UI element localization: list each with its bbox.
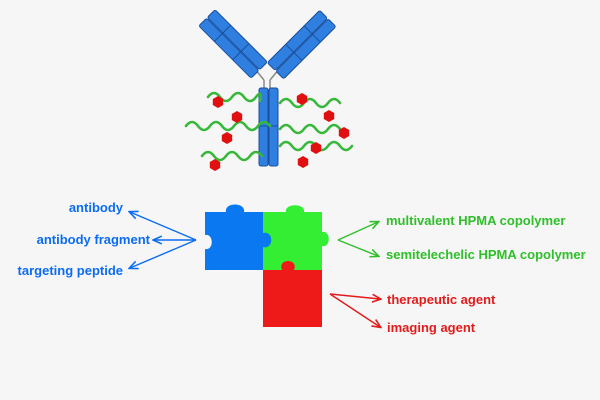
drug-molecule (310, 142, 322, 154)
polymer-chain-icon (184, 91, 354, 162)
label-therapeutic-agent: therapeutic agent (387, 292, 496, 307)
arrow-to-imaging (329, 293, 380, 327)
drug-molecule (296, 93, 308, 105)
label-semitelechelic-hpma: semitelechelic HPMA copolymer (386, 247, 586, 262)
puzzle-piece-green (263, 205, 322, 270)
drug-hexagon-icon (209, 93, 350, 171)
payload-arrows (329, 293, 380, 327)
drug-molecule (231, 111, 243, 123)
arrow-to-multivalent (337, 222, 378, 241)
drug-molecule (297, 156, 309, 168)
label-antibody-fragment: antibody fragment (36, 232, 150, 247)
label-imaging-agent: imaging agent (387, 320, 476, 335)
drug-molecule (323, 110, 335, 122)
puzzle-pieces-icon (205, 204, 329, 327)
arrow-to-semitelechelic (337, 239, 378, 256)
carrier-arrows (337, 222, 378, 256)
antibody-icon (199, 9, 336, 167)
arrow-to-targeting-peptide (130, 239, 197, 268)
label-multivalent-hpma: multivalent HPMA copolymer (386, 213, 566, 228)
arrow-to-antibody (130, 212, 197, 241)
drug-molecule (209, 159, 221, 171)
targeting-arrows (130, 212, 197, 268)
drug-molecule (212, 96, 224, 108)
puzzle-piece-red (263, 261, 322, 327)
drug-molecule (221, 132, 233, 144)
label-antibody: antibody (68, 200, 123, 215)
puzzle-piece-blue (205, 204, 272, 270)
drug-molecule (338, 127, 350, 139)
label-targeting-peptide: targeting peptide (17, 263, 123, 278)
arrow-to-therapeutic (329, 293, 380, 299)
